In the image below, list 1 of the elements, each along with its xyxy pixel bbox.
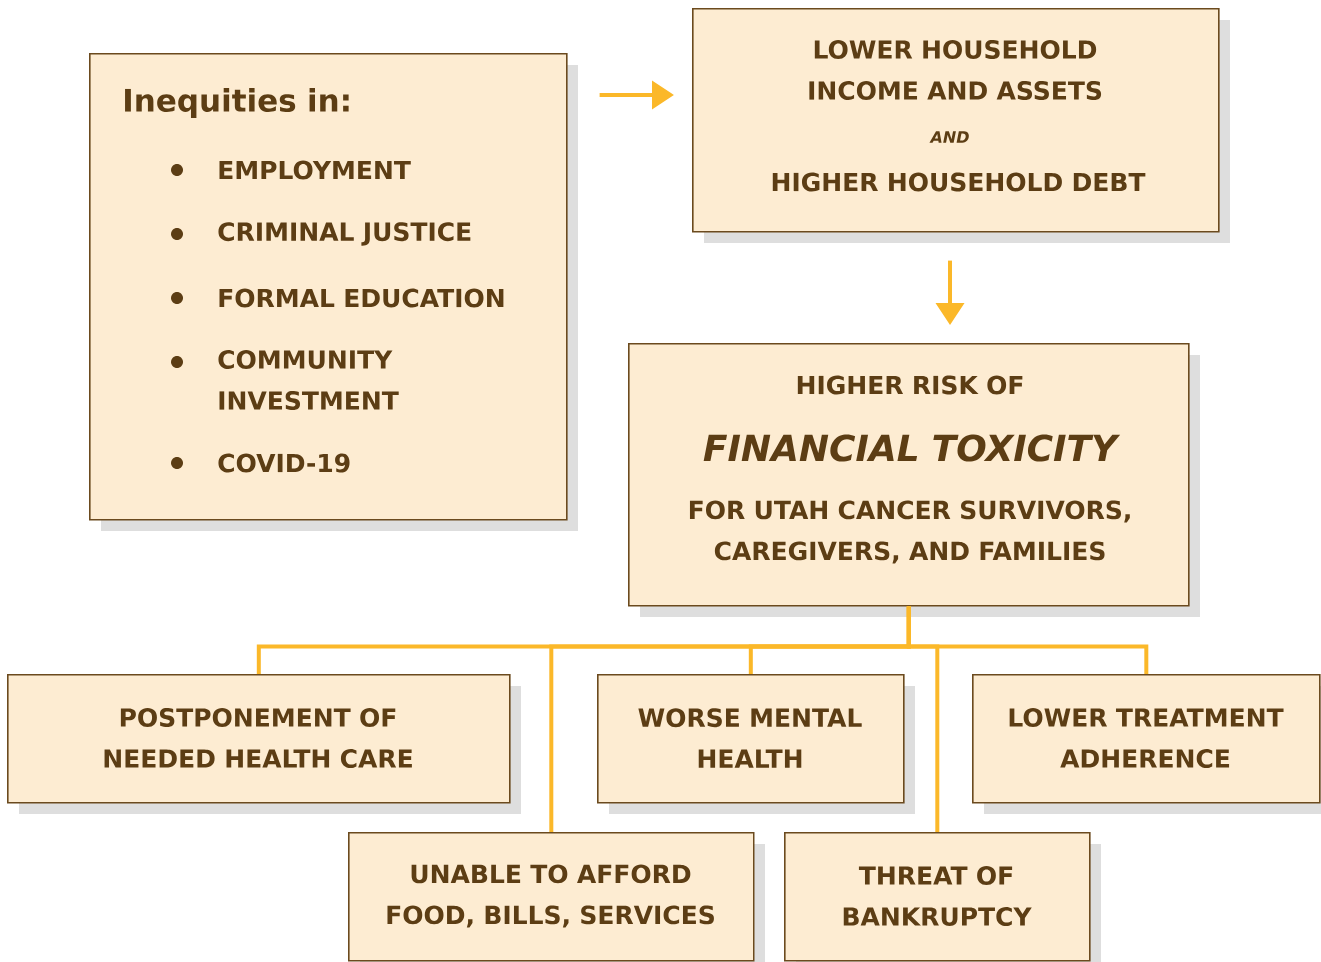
connector	[906, 606, 940, 832]
